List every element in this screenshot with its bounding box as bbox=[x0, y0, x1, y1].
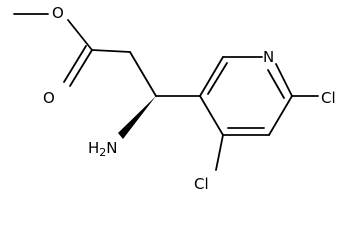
amine-h: H bbox=[88, 139, 99, 157]
ring-bond-c6-c5 bbox=[268, 95, 293, 136]
bond-carbonyl-ch2 bbox=[91, 49, 131, 53]
ring-bond-c3-c2-inner bbox=[207, 62, 228, 95]
pyridine-nitrogen-label: N bbox=[263, 48, 274, 66]
ring-bond-c3-c2 bbox=[199, 56, 224, 97]
bond-carbonyl-c-o-1 bbox=[69, 49, 93, 87]
amine-subscript: 2 bbox=[99, 146, 106, 159]
ester-oxygen-label: O bbox=[52, 4, 64, 22]
bond-c4-cl bbox=[215, 134, 224, 171]
chlorine-ring-6-label: Cl bbox=[321, 89, 336, 107]
bond-ch2-stereocenter bbox=[129, 51, 157, 97]
ring-bond-n-c6-inner bbox=[267, 69, 285, 99]
chemical-structure: O O H2N N Cl Cl bbox=[13, 4, 336, 193]
ring-bond-c4-c3 bbox=[199, 95, 224, 136]
bond-o-carbonyl bbox=[67, 19, 93, 51]
ring-bond-n-c6 bbox=[275, 63, 293, 97]
chlorine-ring-4-label: Cl bbox=[194, 175, 209, 193]
carbonyl-oxygen-label: O bbox=[43, 89, 55, 107]
wedge-bond-amine bbox=[118, 96, 156, 139]
amine-n: N bbox=[106, 139, 117, 157]
amine-label: H2N bbox=[88, 139, 118, 159]
bond-carbonyl-c-o-2 bbox=[63, 45, 87, 83]
